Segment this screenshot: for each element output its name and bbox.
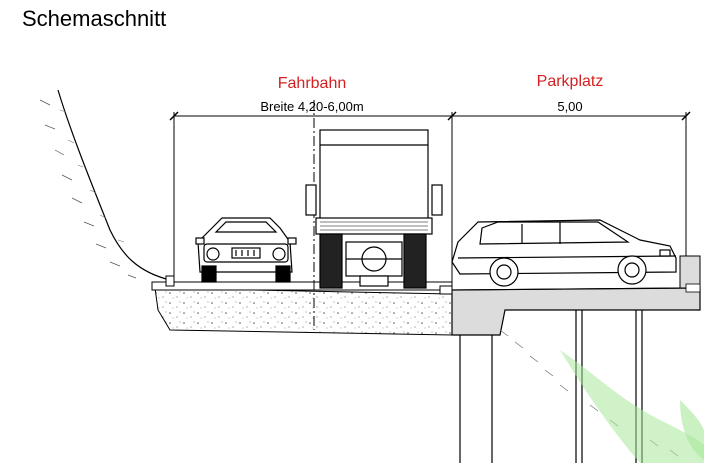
section-label-parkplatz: Parkplatz [537,73,604,90]
right-curb [439,285,453,295]
road-foundation [151,281,453,336]
diagram-title: Schemaschnitt [22,6,167,31]
terrain-slope [39,89,171,281]
lower-terrain [499,329,704,463]
section-label-fahrbahn: Fahrbahn [278,75,347,92]
left-curb [165,275,175,287]
dimension-parkplatz [452,111,691,256]
support-columns [459,310,643,463]
parking-deck [451,255,701,336]
car-front-icon [195,217,297,283]
section-dimension-fahrbahn: Breite 4,20-6,00m [260,99,363,114]
section-dimension-parkplatz: 5,00 [557,99,582,114]
car-side-icon [451,219,677,287]
truck-rear-icon [305,129,443,289]
